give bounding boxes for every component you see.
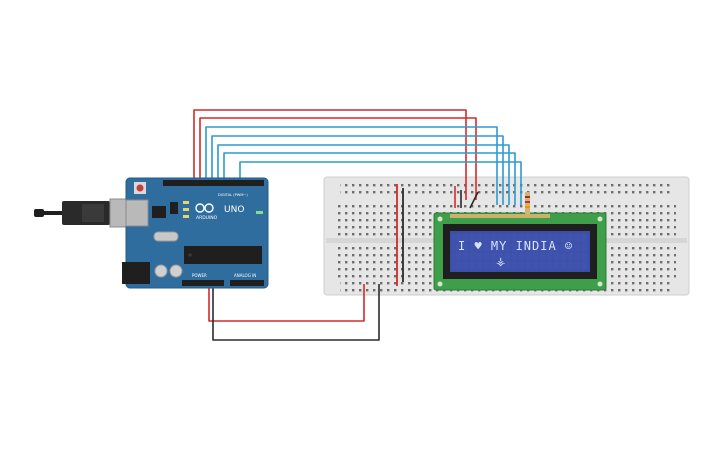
led-indicator: [183, 201, 189, 204]
wire-blue-2[interactable]: [211, 135, 504, 205]
wire-5v-red[interactable]: [208, 284, 365, 322]
crystal-oscillator: [153, 231, 179, 242]
digital-header-label: DIGITAL (PWM~): [218, 193, 248, 197]
wires[interactable]: [193, 109, 522, 341]
resistor-band: [525, 206, 530, 208]
lcd-mount-hole: [437, 216, 443, 222]
wire-blue-1[interactable]: [205, 126, 498, 205]
arduino-power-header[interactable]: [182, 280, 224, 286]
atmega-chip: [184, 246, 262, 264]
lcd-pixel-grid: [452, 233, 588, 270]
power-header-label: POWER: [192, 273, 207, 278]
usb-cable-line: [42, 211, 64, 215]
lcd-mount-hole: [597, 216, 603, 222]
lcd-line-1: I ♥ MY INDIA ☺: [458, 239, 573, 253]
arduino-brand-label: ARDUINO: [196, 215, 218, 221]
wire-red-2[interactable]: [199, 117, 477, 200]
lcd-line-2: ⚶: [496, 255, 505, 268]
lcd-mount-hole: [597, 281, 603, 287]
lcd-mount-hole: [437, 281, 443, 287]
resistor-band: [525, 196, 530, 198]
lcd-header-pins: [450, 214, 550, 218]
arduino-usb-port: [125, 199, 149, 227]
analog-header-label: ANALOG IN: [234, 273, 256, 278]
arduino-digital-header[interactable]: [163, 180, 264, 186]
capacitor: [154, 264, 168, 278]
reset-button-cap: [136, 184, 144, 192]
capacitor: [169, 264, 183, 278]
breadboard-top-rail-holes-2: [340, 188, 670, 195]
arduino-uno-board[interactable]: ARDUINO UNO DIGITAL (PWM~) POWER ANALOG …: [122, 177, 269, 289]
icsp-header: [170, 202, 178, 214]
wire-blue-5[interactable]: [239, 161, 522, 205]
arduino-logo-icon: [195, 203, 214, 213]
usb-chip: [152, 206, 166, 218]
wire-bb-black-diag[interactable]: [469, 191, 479, 209]
resistor-band: [525, 201, 530, 203]
arduino-analog-header[interactable]: [230, 280, 264, 286]
wire-red-1[interactable]: [193, 109, 467, 200]
wire-blue-3[interactable]: [217, 144, 510, 205]
wire-gnd-black[interactable]: [212, 284, 380, 341]
usb-plug-grip: [82, 204, 104, 222]
lcd-16x2-module[interactable]: I ♥ MY INDIA ☺ ⚶: [433, 212, 607, 291]
breadboard-top-rail-holes: [340, 181, 670, 188]
arduino-model-label: UNO: [224, 205, 244, 215]
resistor[interactable]: [525, 192, 530, 214]
led-indicator: [183, 208, 189, 211]
led-indicator: [183, 215, 189, 218]
usb-plug-tip: [34, 209, 44, 217]
atmega-notch: [188, 253, 192, 257]
power-led: [256, 211, 263, 214]
wire-blue-4[interactable]: [223, 152, 516, 205]
dc-power-jack: [122, 262, 150, 284]
